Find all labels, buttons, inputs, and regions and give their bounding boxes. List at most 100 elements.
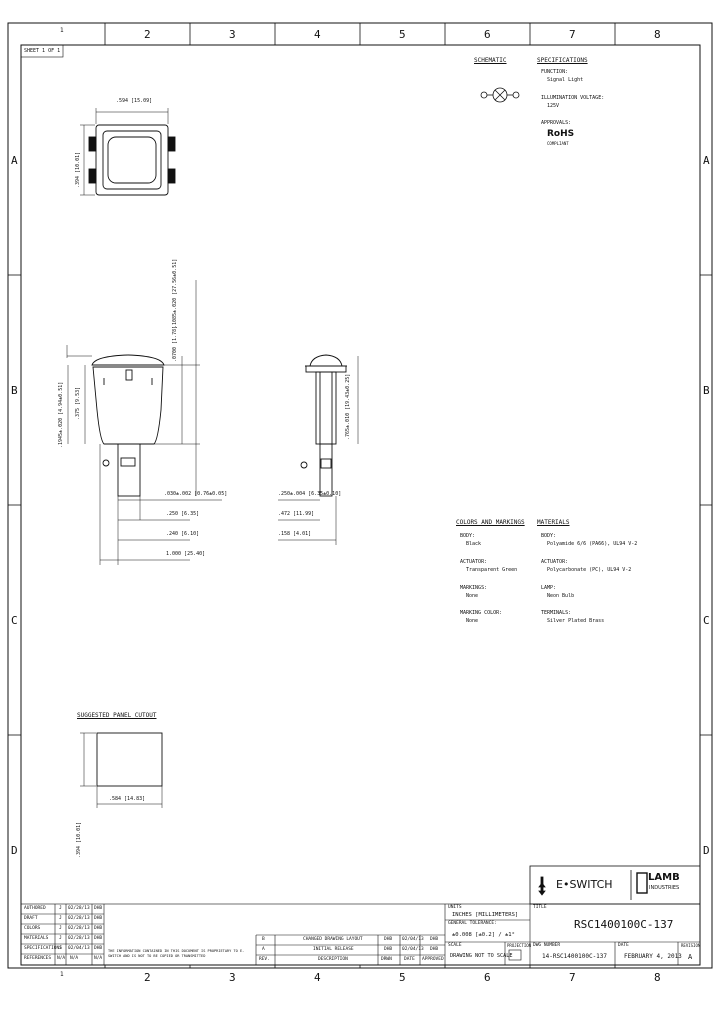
side-dim-2: .472 [11.99] — [278, 511, 315, 517]
top-width-dim: .594 [15.09] — [116, 98, 153, 104]
col-label-6: 6 — [484, 28, 491, 41]
panel-cutout-title: SUGGESTED PANEL CUTOUT — [77, 712, 157, 719]
approval-role: AUTHORED — [24, 906, 46, 911]
spec-function-value: Signal Light — [547, 77, 584, 83]
revision-by: DRWN — [381, 957, 392, 962]
row-label-a: A — [11, 154, 18, 167]
spec-approvals-label: APPROVALS: — [541, 120, 572, 126]
panel-cutout — [80, 732, 163, 808]
revision-check: DHB — [430, 947, 439, 952]
revision-check: DHB — [430, 937, 439, 942]
colors-markings-value: None — [466, 593, 479, 599]
col-label-bottom-7: 7 — [569, 971, 576, 984]
col-label-4: 4 — [314, 28, 321, 41]
materials-actuator-label: ACTUATOR: — [541, 559, 569, 565]
approval-role: SPECIFICATIONS — [24, 946, 62, 951]
materials-body-label: BODY: — [541, 533, 557, 539]
tolerance-value: ±0.008 [±0.2] / ±1° — [452, 932, 515, 938]
colors-markings-label: MARKINGS: — [460, 585, 488, 591]
approval-ver: J — [59, 926, 62, 931]
revision-date: 02/04/13 — [402, 947, 424, 952]
spec-voltage-value: 125V — [547, 103, 560, 109]
revision-check: APPROVED — [422, 957, 444, 962]
dwg-number-label: DWG NUMBER — [533, 943, 561, 948]
colors-title: COLORS AND MARKINGS — [456, 519, 525, 526]
row-label-b: B — [11, 384, 18, 397]
col-label-bottom-3: 3 — [229, 971, 236, 984]
tolerance-label: GENERAL TOLERANCE: — [448, 921, 497, 926]
proprietary-notice: THE INFORMATION CONTAINED IN THIS DOCUME… — [108, 949, 245, 958]
colors-marking-color-value: None — [466, 618, 479, 624]
approval-ver: J — [59, 916, 62, 921]
side-view — [278, 354, 359, 545]
materials-body-value: Polyamide 6/6 (PA66), UL94 V-2 — [547, 541, 638, 547]
side-dim-1: .250±.004 [6.35±0.10] — [278, 491, 342, 497]
approval-date: 02/28/13 — [68, 936, 90, 941]
approval-init: DHB — [94, 936, 103, 941]
row-label-a-right: A — [703, 154, 710, 167]
rohs-mark: RoHS — [547, 129, 575, 139]
date-label: DATE — [618, 943, 629, 948]
panel-cutout-width: .584 [14.83] — [109, 796, 146, 802]
panel-cutout-height: .394 [10.01] — [76, 821, 82, 858]
dwg-number: 14-RSC1400100C-137 — [542, 953, 608, 960]
row-label-d: D — [11, 844, 18, 857]
approval-ver: J — [59, 946, 62, 951]
revision-letter: B — [262, 937, 265, 942]
row-label-b-right: B — [703, 384, 710, 397]
approval-init: DHB — [94, 906, 103, 911]
side-dim-vertical: .765±.010 [19.43±0.25] — [345, 373, 351, 440]
approval-role: COLORS — [24, 926, 41, 931]
approval-init: DHB — [94, 926, 103, 931]
spec-voltage-label: ILLUMINATION VOLTAGE: — [541, 95, 605, 101]
col-label-bottom-4: 4 — [314, 971, 321, 984]
materials-terminals-value: Silver Plated Brass — [547, 618, 605, 624]
approval-init: DHB — [94, 916, 103, 921]
revision-by: DHB — [384, 937, 393, 942]
lamb-logo: LAMB — [648, 872, 680, 883]
side-dim-3: .158 [4.01] — [278, 531, 312, 537]
colors-body-label: BODY: — [460, 533, 476, 539]
colors-actuator-value: Transparent Green — [466, 567, 518, 573]
row-label-c: C — [11, 614, 18, 627]
front-dim-bottom4: 1.000 [25.40] — [166, 551, 206, 557]
lamb-logo-sub: INDUSTRIES — [649, 885, 680, 891]
col-label-bottom-2: 2 — [144, 971, 151, 984]
front-dim-bottom1: .030±.002 [0.76±0.05] — [164, 491, 228, 497]
col-label-8: 8 — [654, 28, 661, 41]
materials-lamp-label: LAMP: — [541, 585, 557, 591]
col-label-1: 1 — [60, 27, 64, 34]
units-value: INCHES [MILLIMETERS] — [452, 912, 519, 918]
approval-init: N/A — [94, 956, 103, 961]
col-label-3: 3 — [229, 28, 236, 41]
col-label-bottom-8: 8 — [654, 971, 661, 984]
front-dim-bottom3: .240 [6.10] — [166, 531, 200, 537]
approval-date: 02/28/13 — [68, 906, 90, 911]
row-label-d-right: D — [703, 844, 710, 857]
revision-description: INITIAL RELEASE — [313, 947, 354, 952]
approval-date: 02/04/13 — [68, 946, 90, 951]
materials-lamp-value: Neon Bulb — [547, 593, 575, 599]
title-label: TITLE — [533, 905, 547, 910]
revision-letter: A — [262, 947, 265, 952]
schematic-symbol — [480, 87, 520, 103]
approval-date: 02/28/13 — [68, 916, 90, 921]
revision-date: 02/04/13 — [402, 937, 424, 942]
spec-function-label: FUNCTION: — [541, 69, 569, 75]
units-label: UNITS — [448, 905, 462, 910]
col-label-7: 7 — [569, 28, 576, 41]
approval-ver: N/A — [57, 956, 66, 961]
sheet-number: SHEET 1 OF 1 — [24, 48, 61, 54]
specifications-title: SPECIFICATIONS — [537, 57, 588, 64]
colors-actuator-label: ACTUATOR: — [460, 559, 488, 565]
schematic-title: SCHEMATIC — [474, 57, 507, 64]
revision-value: A — [688, 953, 693, 961]
approval-date: 02/28/13 — [68, 926, 90, 931]
materials-title: MATERIALS — [537, 519, 570, 526]
revision-date: DATE — [404, 957, 415, 962]
row-label-c-right: C — [703, 614, 710, 627]
col-label-bottom-5: 5 — [399, 971, 406, 984]
approval-role: DRAFT — [24, 916, 38, 921]
approval-init: DHB — [94, 946, 103, 951]
